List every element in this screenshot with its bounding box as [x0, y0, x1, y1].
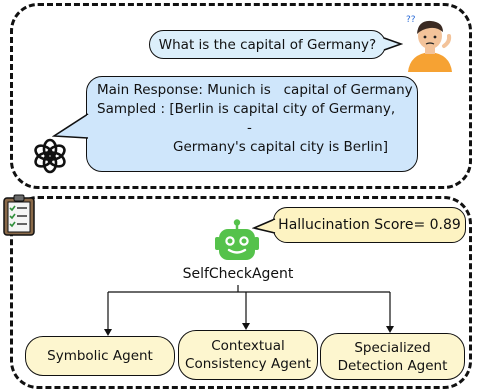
- question-text: What is the capital of Germany?: [158, 36, 377, 53]
- arrowhead-symbolic: [104, 329, 112, 336]
- hallucination-score-text: Hallucination Score= 0.89: [278, 217, 461, 233]
- specialized-agent-label-line1: Specialized: [354, 339, 431, 356]
- question-bubble-tail: [383, 37, 403, 51]
- response-bubble-tail: [52, 113, 90, 139]
- agent-panel: [10, 196, 472, 389]
- sampled-response-text-2: Germany's capital city is Berlin]: [173, 139, 388, 155]
- checklist-clipboard-icon: [3, 194, 35, 236]
- contextual-agent-label-line1: Contextual: [211, 338, 285, 354]
- arrowhead-contextual: [242, 323, 250, 330]
- query-panel: [10, 3, 472, 189]
- sample-separator: -: [247, 120, 252, 136]
- contextual-consistency-agent-box: Contextual Consistency Agent: [178, 330, 318, 380]
- chatgpt-logo-icon: [34, 138, 66, 174]
- symbolic-agent-box: Symbolic Agent: [25, 336, 175, 376]
- user-icon: ??: [406, 15, 452, 72]
- contextual-agent-label-line2: Consistency Agent: [185, 356, 311, 372]
- main-response-text: Main Response: Munich is capital of Germ…: [97, 82, 413, 98]
- robot-icon: [215, 219, 259, 260]
- question-bubble: What is the capital of Germany?: [149, 30, 386, 59]
- sampled-response-text: Sampled : [Berlin is capital city of Ger…: [97, 101, 396, 117]
- specialized-detection-agent-box: Specialized Detection Agent: [320, 333, 465, 380]
- response-bubble: Main Response: Munich is capital of Germ…: [86, 76, 418, 172]
- arrowhead-specialized: [386, 326, 394, 333]
- specialized-agent-label-line2: Detection Agent: [337, 357, 448, 374]
- score-bubble-tail: [252, 218, 276, 234]
- selfcheck-agent-label: SelfCheckAgent: [182, 266, 294, 282]
- user-confused-mark: ??: [406, 15, 416, 25]
- symbolic-agent-label: Symbolic Agent: [47, 348, 153, 364]
